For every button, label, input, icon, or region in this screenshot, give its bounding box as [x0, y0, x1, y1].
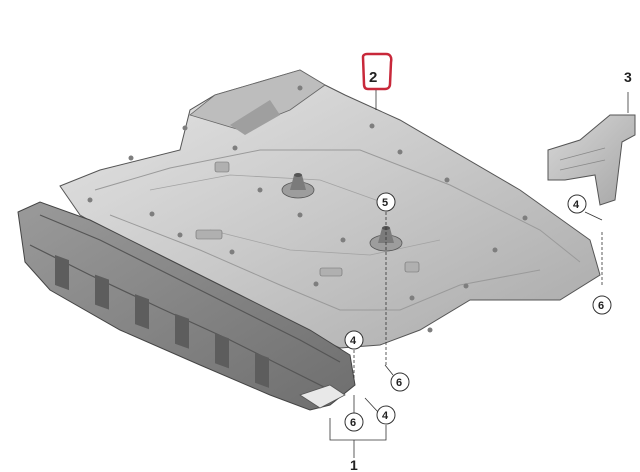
callout-6-right: 6	[592, 295, 612, 315]
svg-text:5: 5	[382, 197, 388, 209]
callout-6-center: 6	[390, 372, 410, 392]
svg-text:6: 6	[396, 377, 402, 389]
side-bracket	[547, 114, 636, 206]
callout-5: 5	[376, 192, 396, 212]
svg-text:6: 6	[598, 300, 604, 312]
front-guard-bar	[17, 201, 356, 411]
part-label-1: 1	[350, 457, 358, 472]
part-2-highlight	[361, 52, 393, 91]
svg-text:6: 6	[350, 417, 356, 429]
svg-text:4: 4	[350, 335, 357, 347]
part-label-2: 2	[369, 69, 377, 86]
svg-text:4: 4	[382, 410, 389, 422]
svg-text:4: 4	[573, 199, 580, 211]
leader-lines	[329, 90, 629, 458]
callout-4-right: 4	[567, 194, 587, 214]
callout-4-bottom: 4	[376, 405, 396, 425]
callout-6-bottom: 6	[344, 412, 364, 432]
callout-4-center: 4	[344, 330, 364, 350]
part-label-3: 3	[624, 69, 632, 85]
